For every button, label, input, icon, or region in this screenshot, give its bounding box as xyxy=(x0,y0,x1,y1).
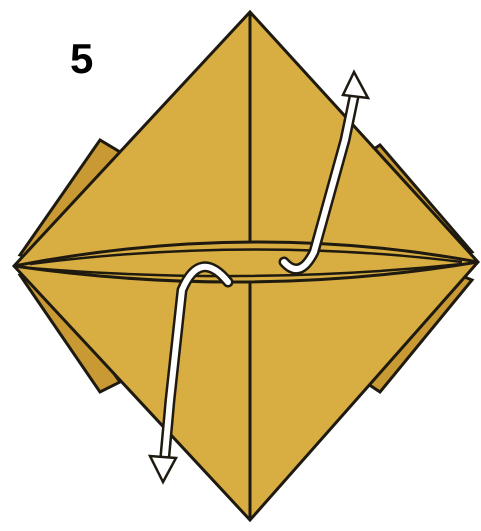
step-number: 5 xyxy=(70,38,93,80)
